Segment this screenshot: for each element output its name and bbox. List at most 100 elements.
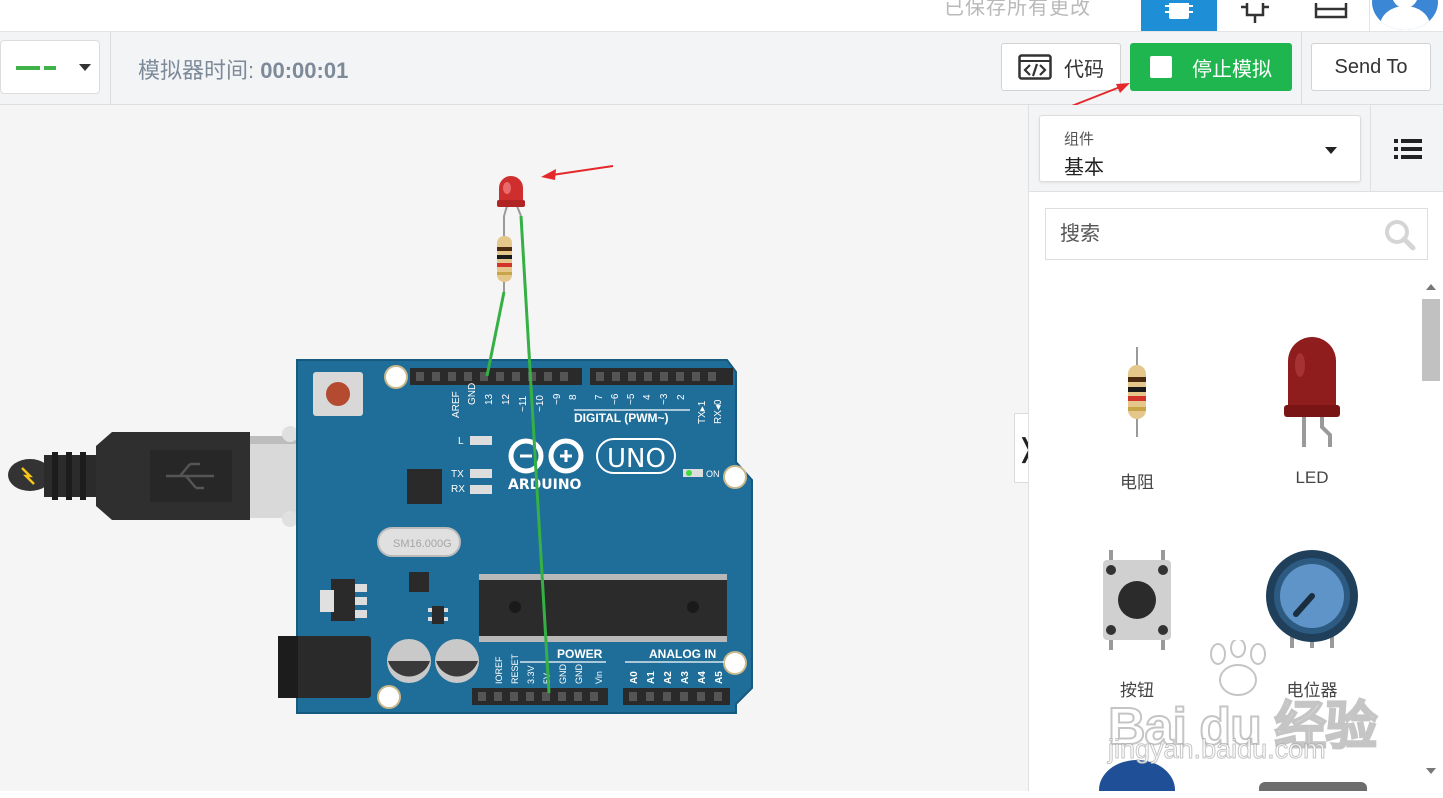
lightning-icon xyxy=(21,467,35,485)
crystal-label: SM16.000G xyxy=(393,538,452,550)
pin-label: 12 xyxy=(501,393,512,405)
scroll-down-icon[interactable] xyxy=(1426,768,1436,774)
component-list-view-button[interactable] xyxy=(1293,0,1369,31)
pin-label: 8 xyxy=(568,394,579,400)
power-led xyxy=(686,470,692,476)
component-item-led[interactable]: LED xyxy=(1237,322,1387,488)
pin-label: 13 xyxy=(484,393,495,405)
topbar-divider xyxy=(1369,0,1370,31)
pin-label: GND xyxy=(574,664,584,685)
schematic-view-button[interactable] xyxy=(1217,0,1293,31)
sim-time-value: 00:00:01 xyxy=(260,58,349,83)
pin-label: 3.3V xyxy=(526,665,536,684)
pin-label: IOREF xyxy=(494,656,504,684)
components-category-select[interactable]: 组件 基本 xyxy=(1039,115,1361,182)
pushbutton-icon xyxy=(1103,550,1171,650)
usb-icon xyxy=(166,462,214,490)
resistor-thumbnail xyxy=(1062,322,1212,462)
pin-label: A1 xyxy=(646,671,657,684)
pin-label: 2 xyxy=(676,394,687,400)
analog-header xyxy=(623,688,730,705)
circuit-view-button[interactable] xyxy=(1141,0,1217,31)
potentiometer-icon xyxy=(1266,550,1358,648)
annotation-arrow xyxy=(541,165,614,180)
simulator-time: 模拟器时间: 00:00:01 xyxy=(138,53,348,85)
component-name: 按钮 xyxy=(1120,681,1154,700)
resistor[interactable] xyxy=(497,216,512,292)
components-value: 基本 xyxy=(1064,157,1104,179)
components-label: 组件 xyxy=(1064,131,1095,148)
circuit-canvas[interactable]: AREF GND 13 12 ~11 ~10 ~9 8 7 ~6 ~5 4 ~3… xyxy=(0,105,1028,791)
arduino-logo: ARDUINO xyxy=(508,438,584,493)
code-button[interactable]: 代码 xyxy=(1001,43,1121,91)
led[interactable] xyxy=(497,176,525,217)
paw-icon xyxy=(1210,640,1266,696)
scrollbar-thumb[interactable] xyxy=(1422,299,1440,381)
panel-scrollbar[interactable] xyxy=(1419,280,1443,790)
scroll-up-icon[interactable] xyxy=(1426,284,1436,290)
panel-header: 组件 基本 xyxy=(1029,105,1443,192)
stop-icon xyxy=(1150,56,1172,78)
potentiometer-thumbnail xyxy=(1237,530,1387,670)
arduino-uno-board[interactable]: AREF GND 13 12 ~11 ~10 ~9 8 7 ~6 ~5 4 ~3… xyxy=(278,359,753,714)
usb-cable xyxy=(8,426,362,527)
pin-label: ~11 xyxy=(518,395,529,412)
usb-controller-chip xyxy=(407,469,442,504)
component-item-pushbutton[interactable]: 按钮 xyxy=(1062,530,1212,701)
schematic-icon xyxy=(1241,2,1269,23)
stop-simulation-label: 停止模拟 xyxy=(1192,58,1272,81)
power-label: POWER xyxy=(557,647,603,661)
pin-label: ~10 xyxy=(535,395,546,412)
wire-color-select[interactable] xyxy=(0,40,100,94)
crystal-oscillator xyxy=(377,527,461,557)
top-bar: 已保存所有更改 xyxy=(0,0,1443,32)
brand-label: ARDUINO xyxy=(508,477,582,493)
pin-label: TX▸1 xyxy=(697,400,708,424)
toolbar-divider xyxy=(110,32,111,105)
save-status: 已保存所有更改 xyxy=(944,0,1091,19)
pin-label: 7 xyxy=(594,394,605,400)
led-label: RX xyxy=(451,484,465,495)
pin-label: ~6 xyxy=(610,393,621,405)
component-name: 电阻 xyxy=(1120,473,1154,492)
analog-label: ANALOG IN xyxy=(649,647,716,661)
pin-label: ~9 xyxy=(552,393,563,405)
search-box xyxy=(1045,208,1428,260)
pin-label: RESET xyxy=(510,653,520,684)
component-item-potentiometer[interactable]: 电位器 xyxy=(1237,530,1387,701)
search-icon[interactable] xyxy=(1384,219,1416,251)
pin-label: A0 xyxy=(629,671,640,684)
sim-time-label: 模拟器时间: xyxy=(138,58,255,83)
list-view-toggle[interactable] xyxy=(1370,105,1443,192)
power-header xyxy=(472,688,608,705)
watermark-url: jingyan.baidu.com xyxy=(1108,734,1327,765)
pin-label: ~5 xyxy=(626,393,637,405)
search-input[interactable] xyxy=(1046,209,1376,259)
user-avatar[interactable] xyxy=(1372,0,1438,30)
chevron-down-icon xyxy=(1325,147,1337,154)
component-item-resistor[interactable]: 电阻 xyxy=(1062,322,1212,493)
component-item-partial[interactable] xyxy=(1259,782,1367,791)
wire-resistor-to-pin13[interactable] xyxy=(485,291,506,377)
component-name: LED xyxy=(1295,468,1329,487)
pin-label: A2 xyxy=(663,671,674,684)
led-thumbnail xyxy=(1237,322,1387,462)
wire-color-swatch xyxy=(16,66,56,70)
code-button-label: 代码 xyxy=(1064,58,1104,81)
send-to-button[interactable]: Send To xyxy=(1311,43,1431,91)
led-label: L xyxy=(458,436,464,447)
pin-label: AREF xyxy=(451,391,462,418)
chevron-down-icon xyxy=(79,64,91,71)
resistor-icon xyxy=(1128,347,1146,437)
led-label: TX xyxy=(451,469,464,480)
pin-label: GND xyxy=(467,383,478,405)
pin-label: A3 xyxy=(680,671,691,684)
wire-led-to-gnd[interactable] xyxy=(519,215,551,694)
list-icon xyxy=(1393,138,1422,159)
pin-label: RX◂0 xyxy=(713,399,724,424)
toolbar: 模拟器时间: 00:00:01 代码 停止模拟 Send To xyxy=(0,32,1443,105)
chip-icon xyxy=(1165,2,1193,19)
stop-simulation-button[interactable]: 停止模拟 xyxy=(1130,43,1292,91)
watermark-text: Bai du 经验 xyxy=(1107,697,1378,757)
pin-label: ~3 xyxy=(659,393,670,405)
